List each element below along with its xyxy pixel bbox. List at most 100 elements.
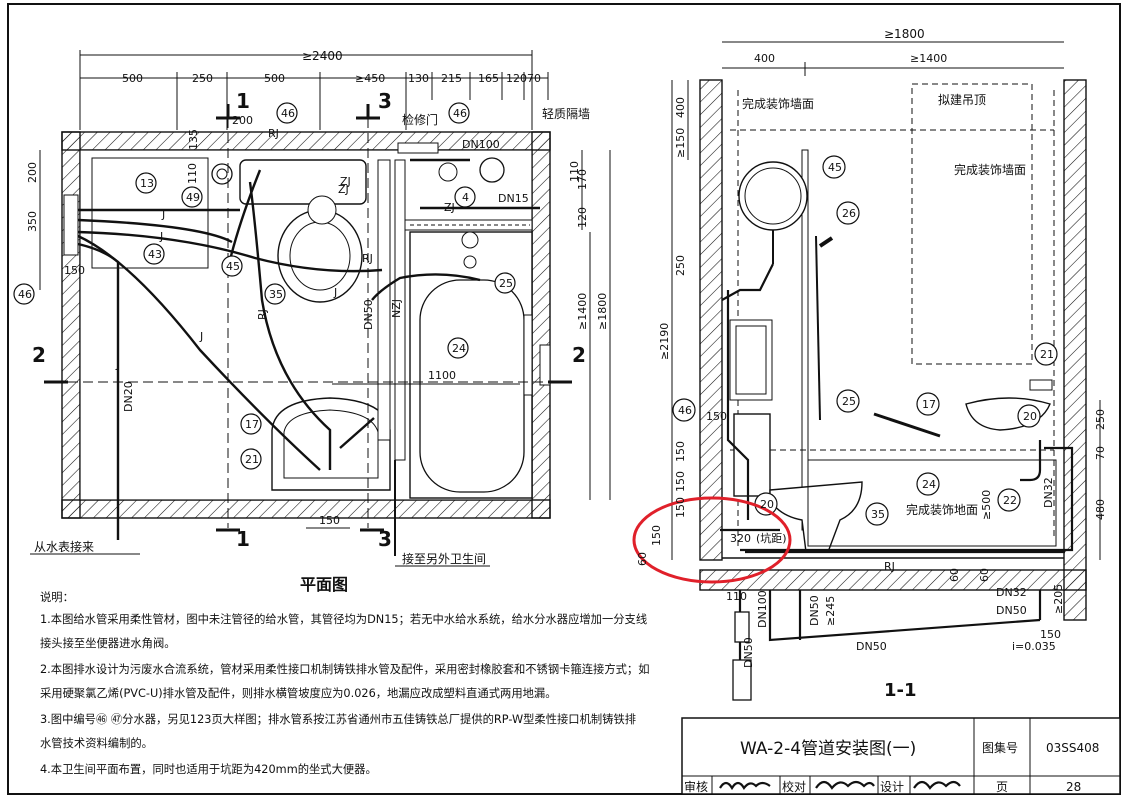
section-left-dim: 150 bbox=[674, 471, 687, 492]
plan-left-dim: 350 bbox=[26, 211, 39, 232]
section-misc-dim: DN100 bbox=[756, 590, 769, 628]
callout-number: 4 bbox=[462, 191, 469, 204]
pipe-mark: J bbox=[199, 330, 203, 343]
section-misc-dim: ≥205 bbox=[1052, 584, 1065, 614]
pipe-mark: J bbox=[333, 286, 337, 299]
plan-left-dim: 200 bbox=[26, 162, 39, 183]
section-top-dim: ≥1400 bbox=[910, 52, 947, 65]
plan-wall-bottom bbox=[61, 499, 551, 519]
callout-number: 17 bbox=[245, 418, 259, 431]
section-misc-dim: DN50 bbox=[742, 637, 755, 668]
callout-number: 43 bbox=[148, 248, 162, 261]
section-misc-dim: 60 bbox=[948, 568, 961, 582]
cabinet-43 bbox=[91, 157, 209, 269]
section-misc-dim: 320 bbox=[730, 532, 751, 545]
plan-top-dim: 500 bbox=[264, 72, 285, 85]
callout-number: 25 bbox=[499, 277, 513, 290]
note-line: 3.图中编号㊻ ㊼分水器，另见123页大样图；排水管系按江苏省通州市五佳铸铁总厂… bbox=[40, 713, 637, 726]
plan-top-dim: 120 bbox=[506, 72, 527, 85]
plan-right-dim: 110 bbox=[568, 161, 581, 182]
drain-stack-dn50 bbox=[377, 159, 391, 441]
note-line: 4.本卫生间平面布置，同时也适用于坑距为420mm的坐式大便器。 bbox=[40, 763, 377, 776]
pipe-mark: J bbox=[159, 230, 163, 243]
plan-wall-left bbox=[61, 131, 81, 519]
section-left-dim: ≥2190 bbox=[658, 323, 671, 360]
plan-left-dim2: 110 bbox=[186, 163, 199, 184]
pipe-mark: ZJ bbox=[444, 201, 455, 214]
plan-inner-dim: 200 bbox=[232, 114, 253, 127]
section-misc-dim: DN50 bbox=[856, 640, 887, 653]
section-mark: 3 bbox=[378, 527, 392, 551]
callout-number: 49 bbox=[186, 191, 200, 204]
pipe-mark: DN20 bbox=[122, 381, 135, 412]
section-right-dim: 70 bbox=[1094, 446, 1107, 460]
note-line: 水管技术资料编制的。 bbox=[40, 737, 153, 750]
pipe-mark: J bbox=[161, 208, 165, 221]
atlas-label: 图集号 bbox=[982, 740, 1018, 755]
note-line: 2.本图排水设计为污废水合流系统，管材采用柔性接口机制铸铁排水管及配件，采用密封… bbox=[40, 663, 650, 676]
callout-number: 24 bbox=[452, 342, 466, 355]
toilet-tank-section bbox=[733, 413, 771, 497]
section-left-dim: 250 bbox=[674, 255, 687, 276]
pipe-mark: ZJ bbox=[340, 175, 351, 188]
label-access-door: 检修门 bbox=[402, 112, 438, 127]
callout-number: 35 bbox=[269, 288, 283, 301]
callout-number: 24 bbox=[922, 478, 936, 491]
pipe-mark: NZJ bbox=[390, 299, 403, 318]
section-left-dim: 60 bbox=[978, 568, 991, 582]
callout-number: 35 bbox=[871, 508, 885, 521]
note-line: 1.本图给水管采用柔性管材，图中未注管径的给水管，其管径均为DN15；若无中水给… bbox=[40, 613, 648, 626]
section-mark: 2 bbox=[32, 343, 46, 367]
callout-number: 46 bbox=[281, 107, 295, 120]
section-misc-dim: RJ bbox=[884, 560, 895, 573]
plan-top-dim: 130 bbox=[408, 72, 429, 85]
title-block: WA-2-4管道安装图(一) 图集号 03SS408 审核 校对 设计 页 28 bbox=[681, 717, 1121, 795]
section-left-dim: 400 bbox=[674, 97, 687, 118]
plan-top-dim: 70 bbox=[527, 72, 541, 85]
section-pipes bbox=[720, 263, 1074, 660]
section-misc-dim: 110 bbox=[726, 590, 747, 603]
callout-number: 45 bbox=[226, 260, 240, 273]
section-misc-dim: DN32 bbox=[1042, 477, 1055, 508]
plan-pipes bbox=[77, 158, 540, 540]
callout-number: 20 bbox=[1023, 410, 1037, 423]
plan-top-dim: 165 bbox=[478, 72, 499, 85]
section-left-dim: 150 bbox=[674, 441, 687, 462]
section-left-dim: 150 bbox=[674, 497, 687, 518]
section-left-dim: 150 bbox=[650, 525, 663, 546]
section-misc-dim: DN50 bbox=[808, 595, 821, 626]
plan-top-dim: 250 bbox=[192, 72, 213, 85]
section-mark: 1 bbox=[236, 89, 250, 113]
label-ceiling: 拟建吊顶 bbox=[938, 93, 986, 107]
pipe-mark: J bbox=[115, 358, 119, 371]
section-misc-dim: (坑距) bbox=[756, 531, 787, 545]
section-top-dim: 400 bbox=[754, 52, 775, 65]
callout-number: 46 bbox=[678, 404, 692, 417]
callout-number: 21 bbox=[245, 453, 259, 466]
section-top-dim: ≥1800 bbox=[884, 27, 925, 41]
plan-right-dim: ≥1400 bbox=[576, 293, 589, 330]
section-right-dim: 250 bbox=[1094, 409, 1107, 430]
callout-number: 26 bbox=[842, 207, 856, 220]
section-texts: ≥1800 400 ≥1400 400 ≥150 250 ≥2190 150 1… bbox=[636, 27, 1107, 701]
plan-wall-right bbox=[531, 131, 551, 519]
section-mark: 1 bbox=[236, 527, 250, 551]
label-finish-wall-right: 完成装饰墙面 bbox=[954, 162, 1026, 177]
section-floor-slab bbox=[699, 569, 1087, 591]
pipe-mark: ZJ bbox=[338, 183, 349, 196]
callout-number: 46 bbox=[453, 107, 467, 120]
plan-right-dim: 120 bbox=[576, 207, 589, 228]
plan-right-dim: 170 bbox=[576, 169, 589, 190]
note-line: 采用硬聚氯乙烯(PVC-U)排水管及配件，则排水横管坡度应为0.026，地漏应改… bbox=[40, 687, 557, 700]
atlas-number: 03SS408 bbox=[1046, 741, 1099, 755]
callout-number: 25 bbox=[842, 395, 856, 408]
plan-inner-dim: 1100 bbox=[428, 369, 456, 382]
label-finish-floor: 完成装饰地面 bbox=[906, 502, 978, 517]
section-view bbox=[632, 41, 1101, 701]
design-label: 设计 bbox=[880, 780, 904, 794]
section-misc-dim: 150 bbox=[1040, 628, 1061, 641]
signature-check bbox=[815, 780, 875, 790]
signature-design bbox=[913, 780, 961, 790]
callout-number: 46 bbox=[18, 288, 32, 301]
plan-inner-dim: 150 bbox=[319, 514, 340, 527]
